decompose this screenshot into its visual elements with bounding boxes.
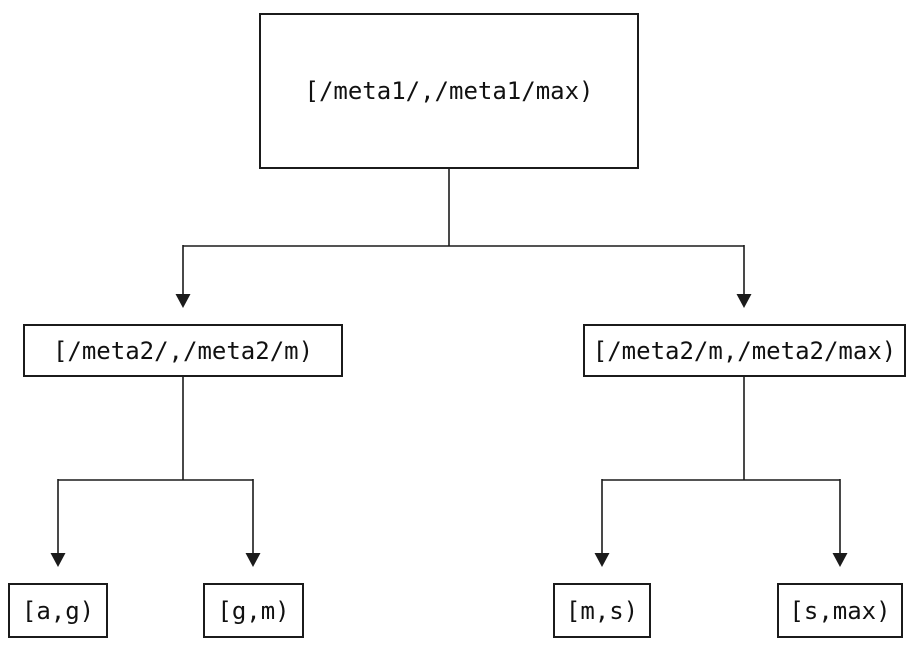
node-left-child: [/meta2/,/meta2/m) — [23, 324, 343, 377]
node-right-child: [/meta2/m,/meta2/max) — [583, 324, 906, 377]
arrowhead-leaf-s-max — [832, 553, 848, 567]
arrowhead-leaf-m-s — [594, 553, 610, 567]
arrowhead-leaf-g-m — [245, 553, 261, 567]
node-leaf-m-s: [m,s) — [553, 583, 651, 638]
node-leaf-s-max: [s,max) — [777, 583, 903, 638]
node-leaf-g-m: [g,m) — [203, 583, 304, 638]
arrowhead-left-child — [175, 294, 191, 308]
arrowhead-right-child — [736, 294, 752, 308]
node-root: [/meta1/,/meta1/max) — [259, 13, 639, 169]
arrowhead-leaf-a-g — [50, 553, 66, 567]
node-leaf-a-g: [a,g) — [8, 583, 108, 638]
